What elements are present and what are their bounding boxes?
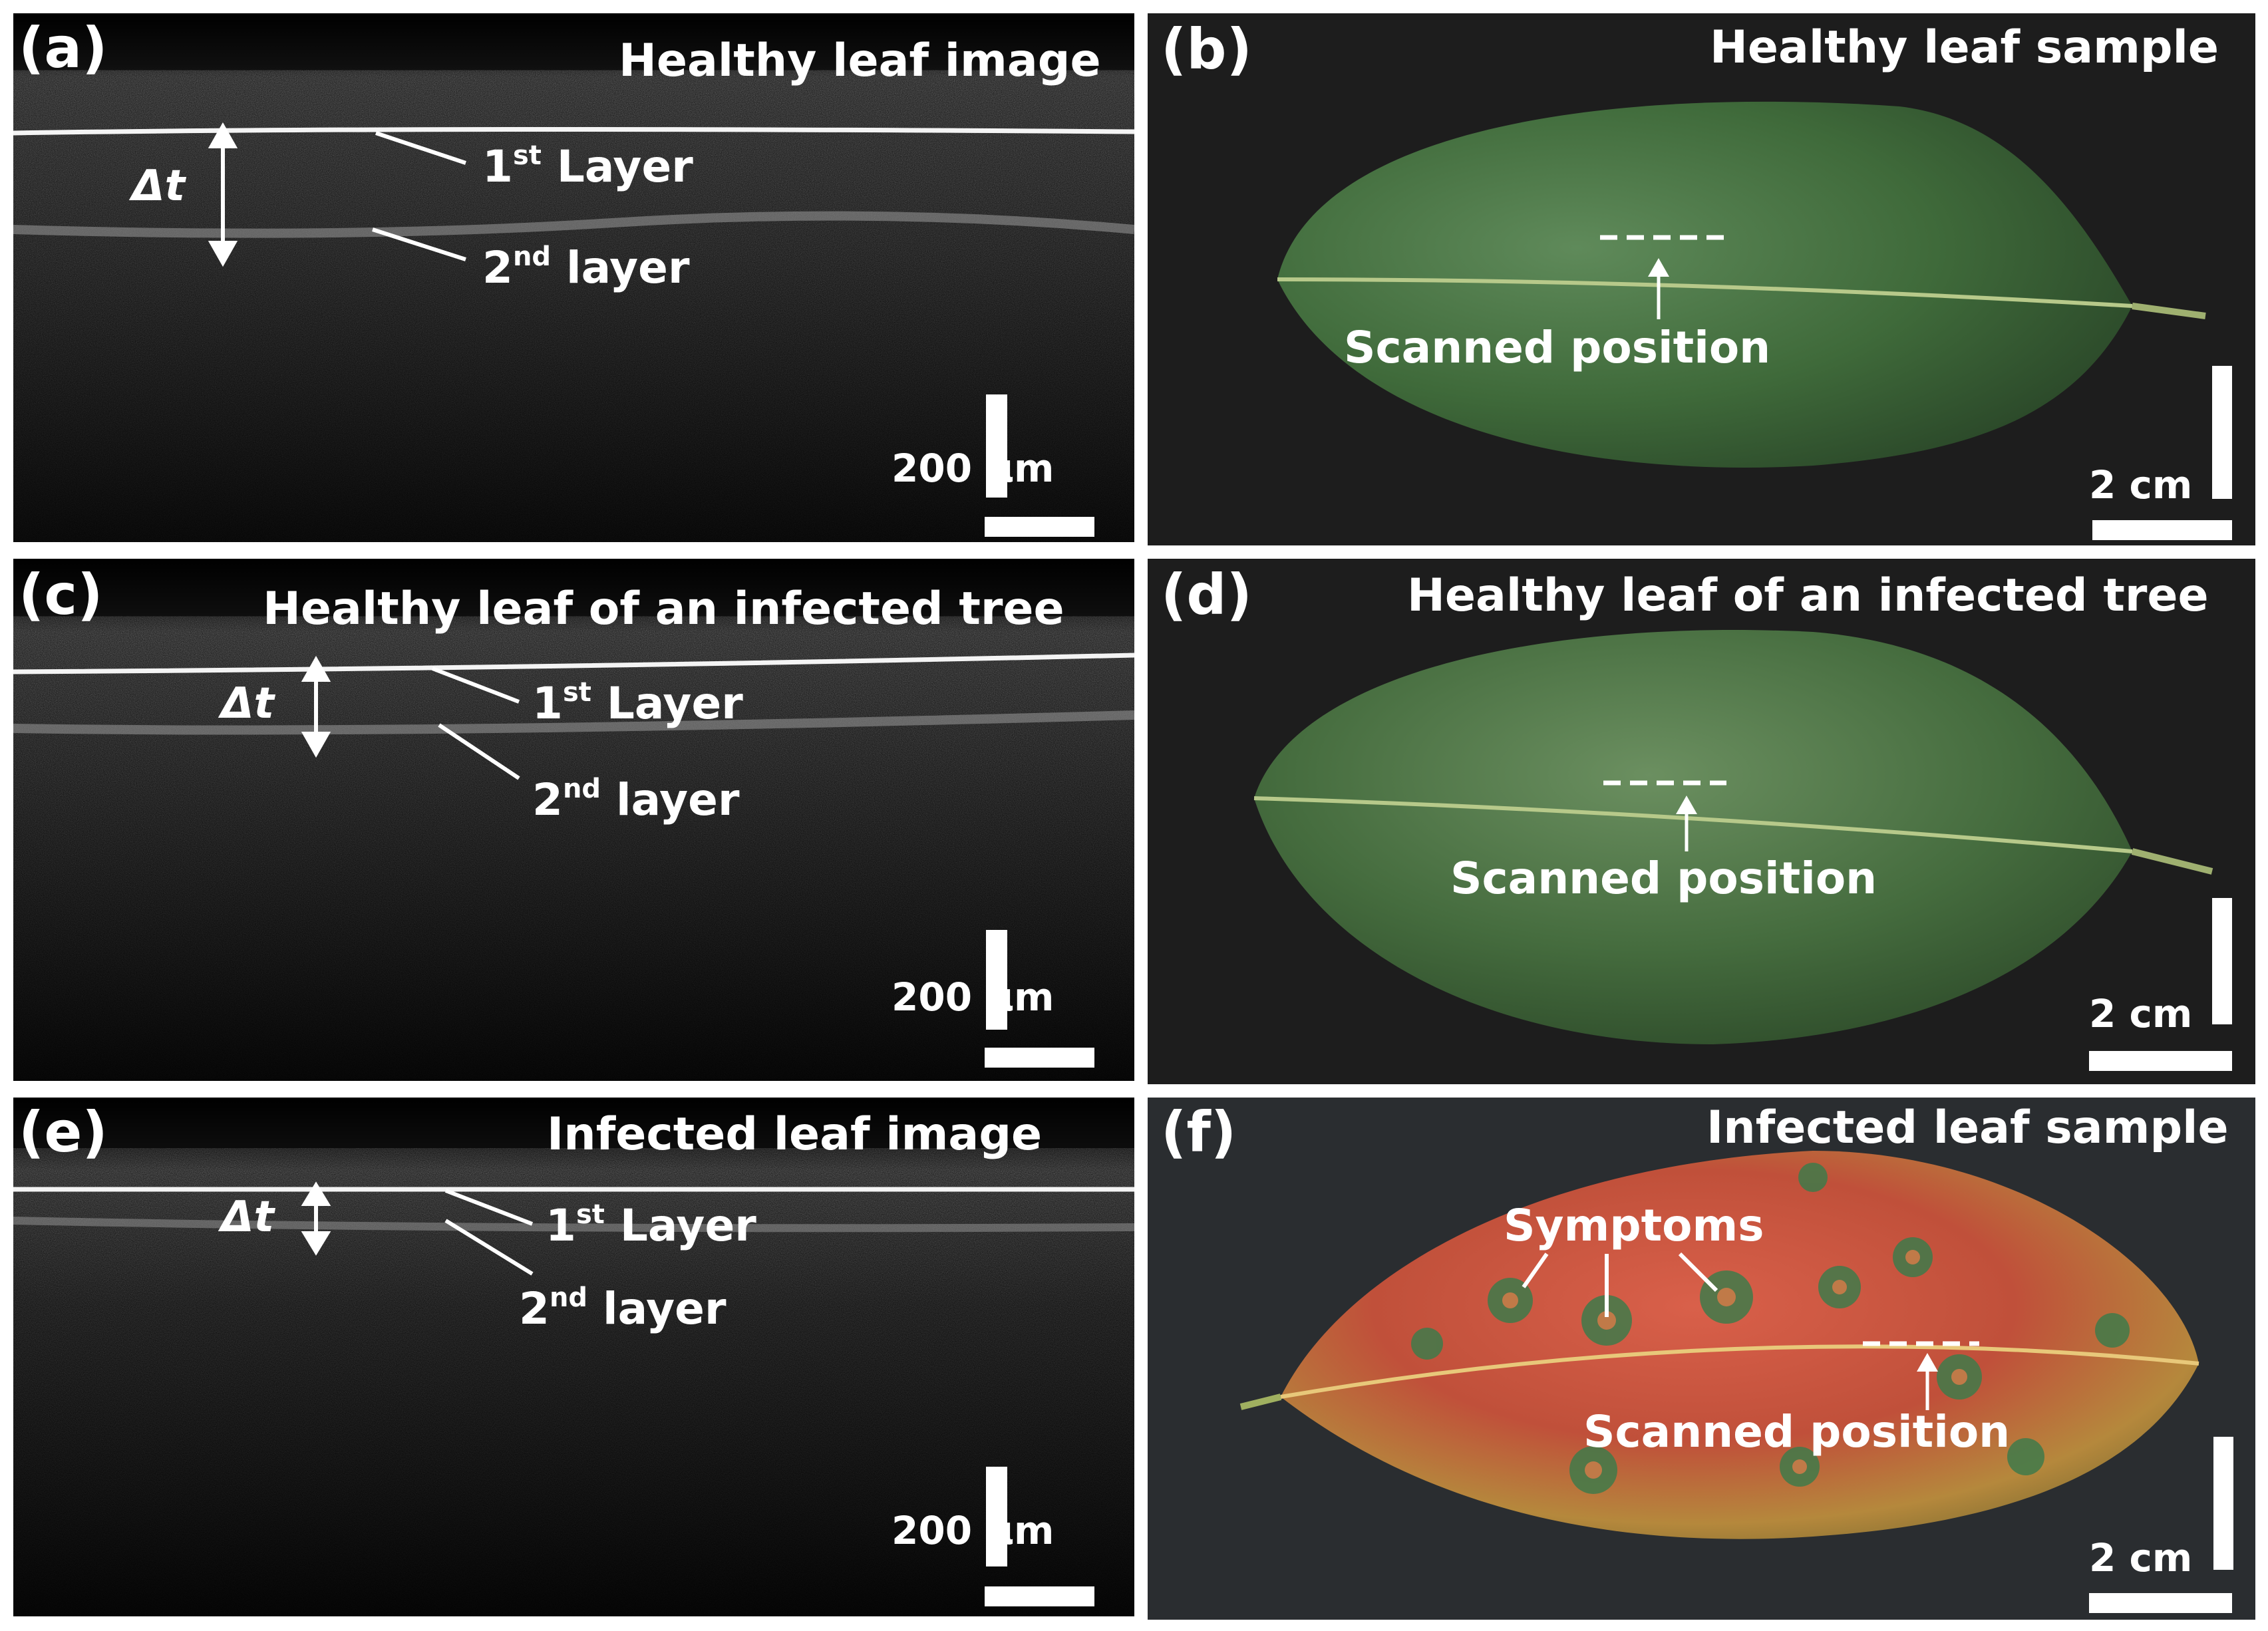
panel-a-oct-image: (a) Healthy leaf image Δt 1st Layer 2nd …	[13, 13, 1134, 542]
delta-t-e: Δt	[221, 1193, 275, 1242]
panel-label-a: (a)	[19, 15, 108, 80]
scanned-position-label-b: Scanned position	[1344, 322, 1771, 373]
infected-leaf	[1281, 1151, 2199, 1539]
panel-title-e: Infected leaf image	[547, 1108, 1043, 1161]
scanned-position-label-d: Scanned position	[1450, 853, 1877, 904]
scalebar-label-b: 2 cm	[2089, 462, 2193, 508]
delta-t-a: Δt	[132, 162, 186, 211]
second-layer-band	[13, 1217, 1134, 1233]
leaf-petiole	[2131, 848, 2213, 875]
oct-scan-e	[13, 1098, 1134, 1616]
scanned-position-label-f: Scanned position	[1583, 1406, 2011, 1457]
leaf-petiole	[1239, 1394, 1282, 1410]
panel-f-photo: (f) Infected leaf sample Symptoms Scanne…	[1148, 1098, 2255, 1620]
panel-title-d: Healthy leaf of an infected tree	[1407, 569, 2209, 622]
leaf-petiole	[2132, 303, 2206, 319]
panel-label-d: (d)	[1161, 562, 1252, 627]
panel-d-photo: (d) Healthy leaf of an infected tree Sca…	[1148, 559, 2255, 1084]
layer2-label-e: 2nd layer	[519, 1282, 727, 1334]
panel-title-c: Healthy leaf of an infected tree	[263, 583, 1064, 635]
panel-c-oct-image: (c) Healthy leaf of an infected tree Δt …	[13, 559, 1134, 1081]
healthy-leaf	[1254, 630, 2132, 1044]
panel-e-oct-image: (e) Infected leaf image Δt 1st Layer 2nd…	[13, 1098, 1134, 1616]
panel-label-e: (e)	[19, 1100, 108, 1165]
scalebar-label-d: 2 cm	[2089, 991, 2193, 1036]
layer2-label-a: 2nd layer	[482, 241, 690, 293]
leaf-midrib	[1280, 1344, 2199, 1399]
panel-label-f: (f)	[1161, 1100, 1237, 1165]
symptom-spots	[1411, 1163, 2130, 1494]
scalebar-label-a: 200 μm	[891, 446, 1054, 491]
panel-title-a: Healthy leaf image	[619, 35, 1101, 87]
scalebar-label-c: 200 μm	[891, 974, 1054, 1020]
layer2-label-c: 2nd layer	[532, 774, 740, 825]
second-layer-band	[13, 211, 1134, 238]
panel-label-c: (c)	[19, 562, 103, 627]
leaf-midrib	[1277, 277, 2133, 308]
first-layer-line	[13, 1187, 1134, 1193]
delta-t-c: Δt	[221, 679, 275, 728]
leaf-photo-b	[1277, 101, 2232, 540]
second-layer-band	[13, 710, 1134, 735]
layer1-label-c: 1st Layer	[532, 677, 743, 729]
scalebar-label-f: 2 cm	[2089, 1535, 2193, 1580]
leaf-photo-d	[1253, 630, 2232, 1071]
panel-label-b: (b)	[1161, 17, 1252, 82]
symptoms-label-f: Symptoms	[1504, 1200, 1764, 1251]
panel-b-photo: (b) Healthy leaf sample Scanned position…	[1148, 13, 2255, 545]
symptom-centers	[1502, 1250, 1967, 1479]
leaf-photo-f	[1239, 1151, 2233, 1613]
first-layer-line	[13, 126, 1134, 136]
oct-scan-a	[13, 13, 1134, 542]
panel-title-b: Healthy leaf sample	[1710, 21, 2219, 74]
layer1-label-a: 1st Layer	[482, 140, 693, 192]
scalebar-label-e: 200 μm	[891, 1508, 1054, 1553]
first-layer-line	[13, 653, 1134, 674]
layer1-label-e: 1st Layer	[546, 1199, 756, 1251]
panel-title-f: Infected leaf sample	[1706, 1102, 2229, 1154]
oct-scan-c	[13, 559, 1134, 1081]
